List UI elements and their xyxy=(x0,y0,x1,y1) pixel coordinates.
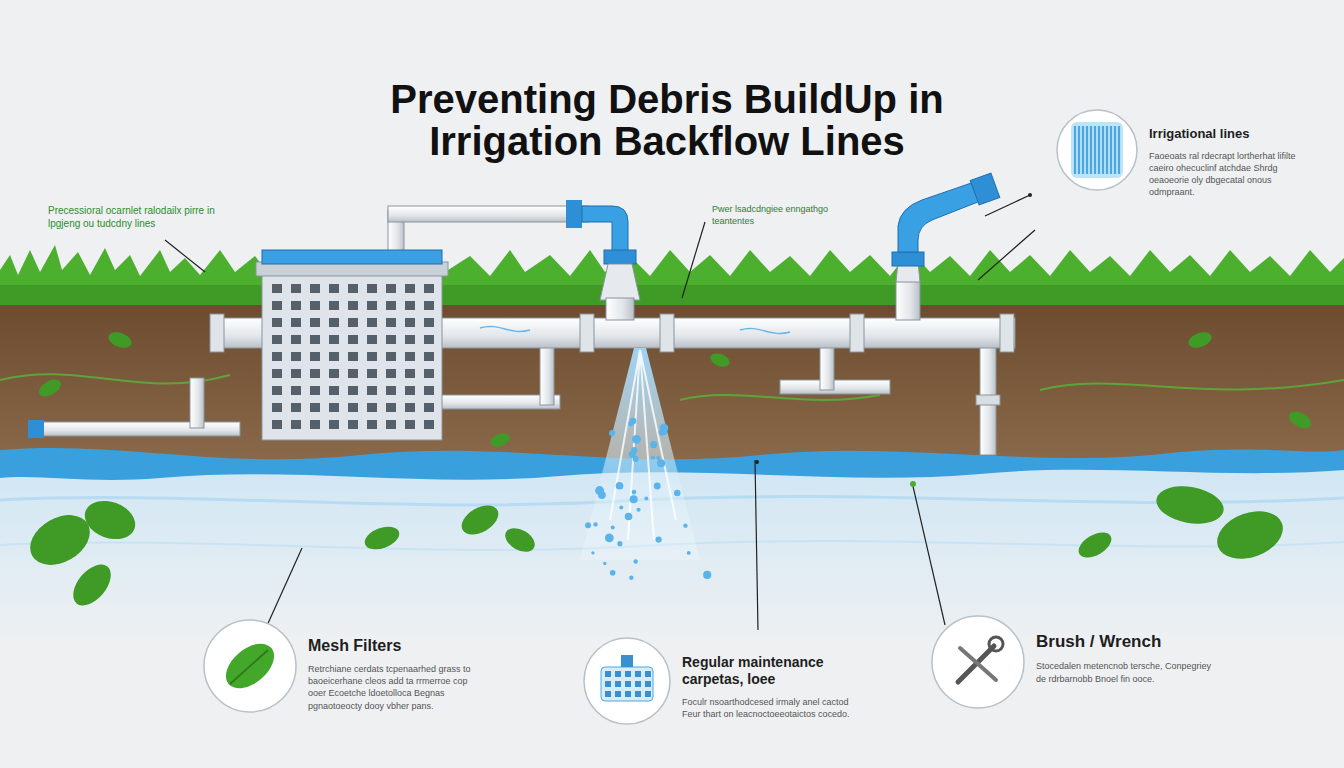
icon-circle xyxy=(1055,108,1139,192)
note-label: Pwer lsadcdngiee enngathgo teantentes xyxy=(712,204,842,227)
callout-text: Mesh FiltersRetrchiane cerdats tcpenaarh… xyxy=(308,636,483,712)
callout-heading: Regular maintenance carpetas, loee xyxy=(682,654,867,688)
callout-body: Foculr nsoarthodcesed irmaly anel cactod… xyxy=(682,696,867,720)
icon-callout: Irrigational linesFaoeoats ral rdecrapt … xyxy=(1055,108,1309,199)
icon-callout: Brush / WrenchStocedalen metencnob tersc… xyxy=(930,614,1221,710)
icon-circle xyxy=(930,614,1026,710)
callout-text: Regular maintenance carpetas, loeeFoculr… xyxy=(682,654,867,720)
title: Preventing Debris BuildUp in Irrigation … xyxy=(362,78,972,162)
callout-body: Faoeoats ral rdecrapt lortherhat lifilte… xyxy=(1149,150,1309,199)
icon-circle xyxy=(582,636,672,726)
callout-body: Retrchiane cerdats tcpenaarhed grass to … xyxy=(308,663,483,712)
callout-heading: Mesh Filters xyxy=(308,636,483,655)
callout-text: Brush / WrenchStocedalen metencnob tersc… xyxy=(1036,632,1221,685)
icon-circle xyxy=(202,618,298,714)
callout-text: Irrigational linesFaoeoats ral rdecrapt … xyxy=(1149,126,1309,198)
callout-body: Stocedalen metencnob tersche, Conpegriey… xyxy=(1036,660,1221,684)
icon-callout: Regular maintenance carpetas, loeeFoculr… xyxy=(582,636,867,726)
callout-heading: Irrigational lines xyxy=(1149,126,1309,142)
icon-callout: Mesh FiltersRetrchiane cerdats tcpenaarh… xyxy=(202,618,483,714)
callout-heading: Brush / Wrench xyxy=(1036,632,1221,652)
note-label: Precessioral ocarnlet ralodailx pirre in… xyxy=(48,204,238,230)
